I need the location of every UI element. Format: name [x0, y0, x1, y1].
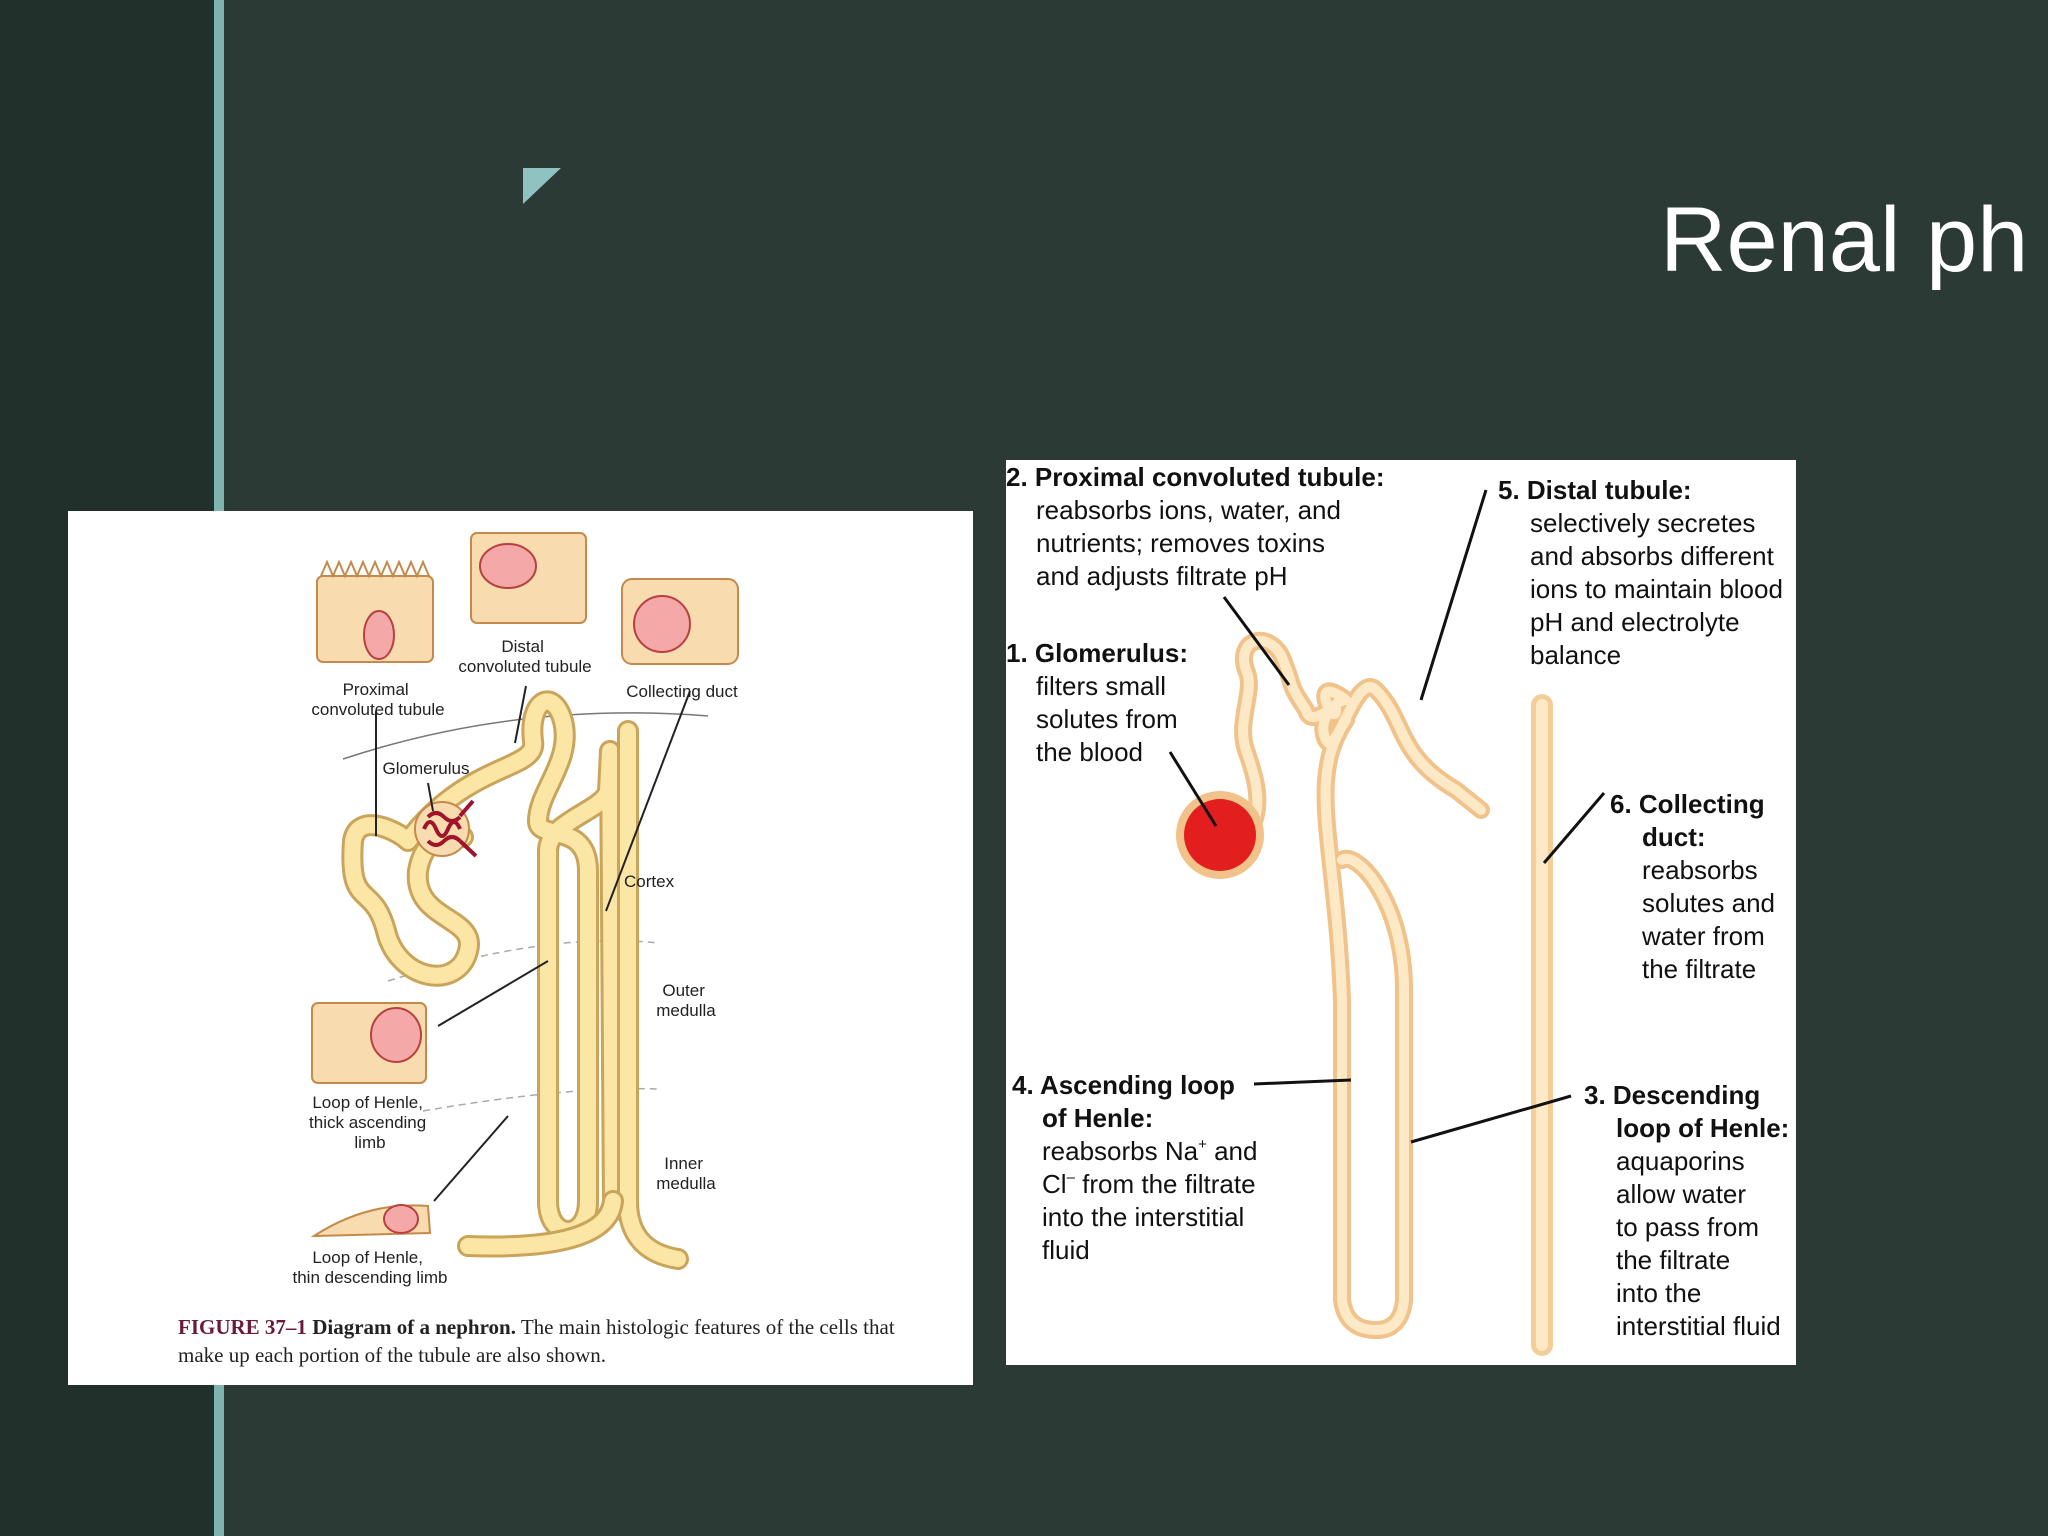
glomerulus-red-illustration: [1176, 791, 1264, 879]
label-inner-medulla: Inner medulla: [656, 1154, 716, 1193]
label-ascending-line-2: Cl– from the filtrate: [1042, 1169, 1256, 1199]
thin-descending-cell-illustration: [310, 1204, 432, 1238]
nephron-function-panel: 2. Proximal convoluted tubule: reabsorbs…: [1006, 460, 1796, 1365]
label-glomerulus-function: 1. Glomerulus: filters small solutes fro…: [1006, 638, 1195, 767]
glomerulus-illustration: [414, 799, 478, 858]
thick-ascending-cell-illustration: [311, 1002, 427, 1084]
caption-text: The main histologic features of the cell…: [178, 1315, 895, 1367]
nephron-function-diagram: 2. Proximal convoluted tubule: reabsorbs…: [1006, 462, 1796, 1356]
dct-cell-illustration: [470, 532, 587, 624]
right-leader-lines: [1168, 489, 1606, 1144]
figure-caption: FIGURE 37–1 Diagram of a nephron. The ma…: [178, 1313, 938, 1369]
label-thin-descending: Loop of Henle, thin descending limb: [293, 1248, 448, 1287]
label-ascending-line-1: reabsorbs Na+ and: [1042, 1136, 1257, 1166]
label-pct: Proximal convoluted tubule: [311, 680, 444, 719]
label-dct: Distal convoluted tubule: [458, 637, 591, 676]
slide-title: Renal ph: [1660, 189, 2029, 291]
corner-triangle-icon: [523, 168, 561, 204]
tubule-path: [1207, 631, 1553, 1356]
caption-title: Diagram of a nephron.: [312, 1315, 516, 1339]
pct-cell-illustration: [316, 559, 434, 663]
label-ascending-rest: into the interstitial fluid: [1042, 1202, 1252, 1265]
label-glomerulus: Glomerulus: [383, 759, 470, 778]
nephron-tubule: [341, 690, 689, 1270]
label-thick-ascending: Loop of Henle, thick ascending limb: [309, 1093, 431, 1152]
nephron-diagram: Proximal convoluted tubule Distal convol…: [293, 532, 739, 1287]
label-outer-medulla: Outer medulla: [656, 981, 716, 1020]
caption-figure-number: FIGURE 37–1: [178, 1315, 307, 1339]
leader-lines: [375, 685, 691, 1202]
label-pct-function: 2. Proximal convoluted tubule: reabsorbs…: [1006, 462, 1392, 591]
label-collecting-duct: Collecting duct: [626, 682, 738, 701]
label-collecting-function: 6. Collecting duct: reabsorbs solutes an…: [1610, 789, 1782, 984]
label-descending-function: 3. Descending loop of Henle: aquaporins …: [1584, 1080, 1796, 1341]
label-ascending-function: 4. Ascending loop of Henle:: [1012, 1070, 1242, 1133]
nephron-figure-panel: Proximal convoluted tubule Distal convol…: [68, 511, 973, 1385]
label-distal-function: 5. Distal tubule: selectively secretes a…: [1498, 475, 1790, 670]
collecting-duct-cell-illustration: [621, 578, 739, 665]
label-cortex: Cortex: [624, 872, 675, 891]
